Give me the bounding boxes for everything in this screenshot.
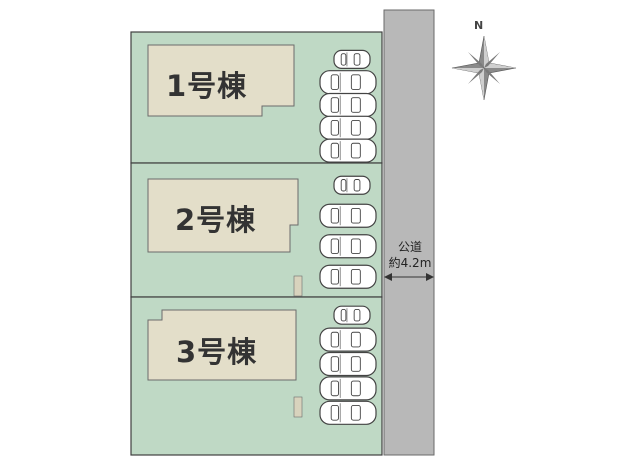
parking-area [319, 49, 377, 425]
car-icon [333, 49, 371, 70]
car-icon [319, 203, 377, 228]
building-label-2: 2号棟 [175, 203, 257, 237]
road-width-dimension [384, 273, 434, 281]
car-icon [319, 327, 377, 352]
car-icon [319, 376, 377, 401]
building-1 [147, 44, 295, 117]
building-3 [147, 309, 297, 381]
car-icon [319, 351, 377, 377]
public-road [383, 9, 435, 456]
car-icon [319, 115, 377, 140]
building-label-1: 1号棟 [166, 69, 248, 103]
entrance-step [293, 275, 303, 297]
road-name-label: 公道 [397, 240, 422, 254]
car-icon [319, 264, 377, 289]
road-width-label: 約4.2m [388, 256, 432, 270]
car-icon [333, 305, 371, 325]
car-icon [319, 400, 377, 425]
compass-rose-icon [451, 35, 517, 101]
car-icon [319, 138, 377, 163]
north-label: N [474, 19, 484, 32]
building-label-3: 3号棟 [176, 335, 258, 369]
building-2 [147, 178, 299, 253]
entrance-step [293, 396, 303, 418]
car-icon [319, 70, 377, 95]
car-icon [319, 92, 377, 118]
car-icon [319, 234, 377, 259]
car-icon [333, 175, 371, 195]
